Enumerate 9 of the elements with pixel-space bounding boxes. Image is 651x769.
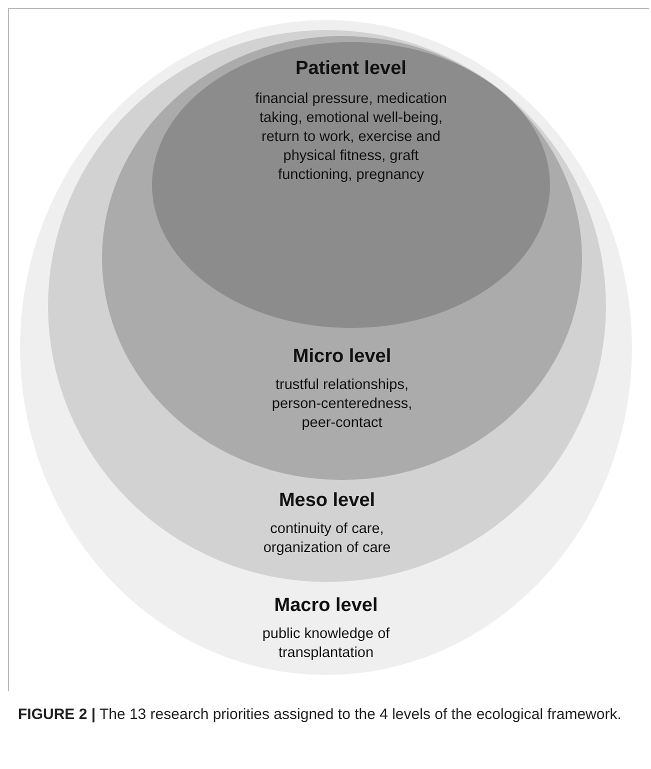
priority-list: financial pressure, medication taking, emotional well-being, return to work, exercise and physical fitness, graft functioning, pregnancy [251,90,451,185]
priority-list: trustful relationships, person-centeredness, peer-contact [257,376,427,433]
level-heading: Macro level [273,595,379,617]
figure-caption: FIGURE 2 | The 13 research priorities assigned to the 4 levels of the ecological framework. [18,705,622,725]
level-heading: Micro level [292,346,392,368]
priority-list: continuity of care, organization of care [242,520,412,558]
level-heading: Meso level [278,490,376,512]
priority-list: public knowledge of transplantation [241,625,411,663]
level-heading: Patient level [294,58,408,80]
